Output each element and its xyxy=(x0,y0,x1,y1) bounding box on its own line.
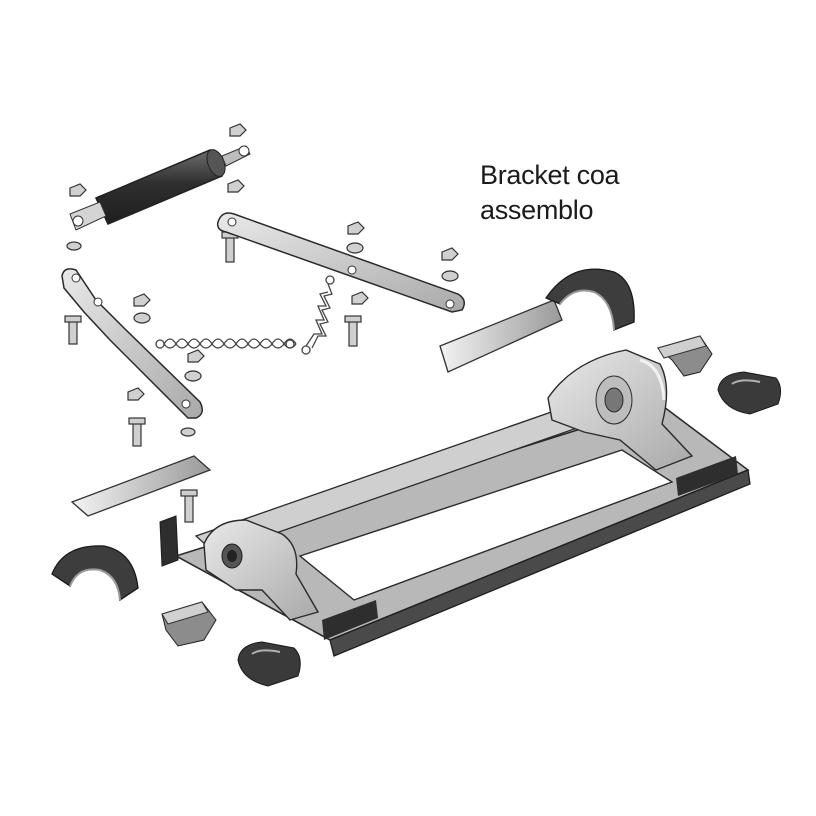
washer xyxy=(180,427,196,437)
bolt xyxy=(128,417,146,447)
nut xyxy=(229,123,247,137)
bushing-right xyxy=(717,371,782,415)
washer xyxy=(184,370,202,382)
caption-line-2: assemblo xyxy=(480,195,594,225)
nut xyxy=(351,291,369,305)
bolt xyxy=(64,315,82,345)
nut xyxy=(127,387,145,401)
nut xyxy=(133,293,151,307)
washer xyxy=(441,270,459,282)
main-bracket-frame xyxy=(159,349,751,657)
bolt xyxy=(221,231,239,263)
bushing-lower xyxy=(237,641,301,687)
bolt xyxy=(344,315,362,347)
lower-blade-plate xyxy=(70,455,212,517)
washer xyxy=(66,241,82,251)
gas-spring xyxy=(69,145,251,231)
caption-line-1: Bracket coa xyxy=(480,160,620,190)
nut xyxy=(69,183,87,197)
nut xyxy=(187,349,205,363)
hardware-set xyxy=(66,123,459,437)
clamp-shell-top xyxy=(545,268,635,331)
diagram-caption: Bracket coa assemblo xyxy=(480,158,620,228)
pad-upper-right xyxy=(656,335,713,377)
clamp-shell-left xyxy=(51,545,139,602)
left-link-arm xyxy=(61,268,203,419)
washer xyxy=(133,312,151,324)
diagonal-tension-spring xyxy=(301,275,335,355)
upper-blade-plate xyxy=(439,299,563,373)
horizontal-tension-spring xyxy=(155,338,297,349)
nut xyxy=(227,179,245,193)
upper-link-arm xyxy=(216,212,465,313)
pad-lower-left xyxy=(161,601,217,647)
nut xyxy=(347,221,365,235)
nut xyxy=(441,247,459,261)
bolt xyxy=(180,489,198,523)
washer xyxy=(346,242,364,254)
bolts xyxy=(64,231,362,523)
